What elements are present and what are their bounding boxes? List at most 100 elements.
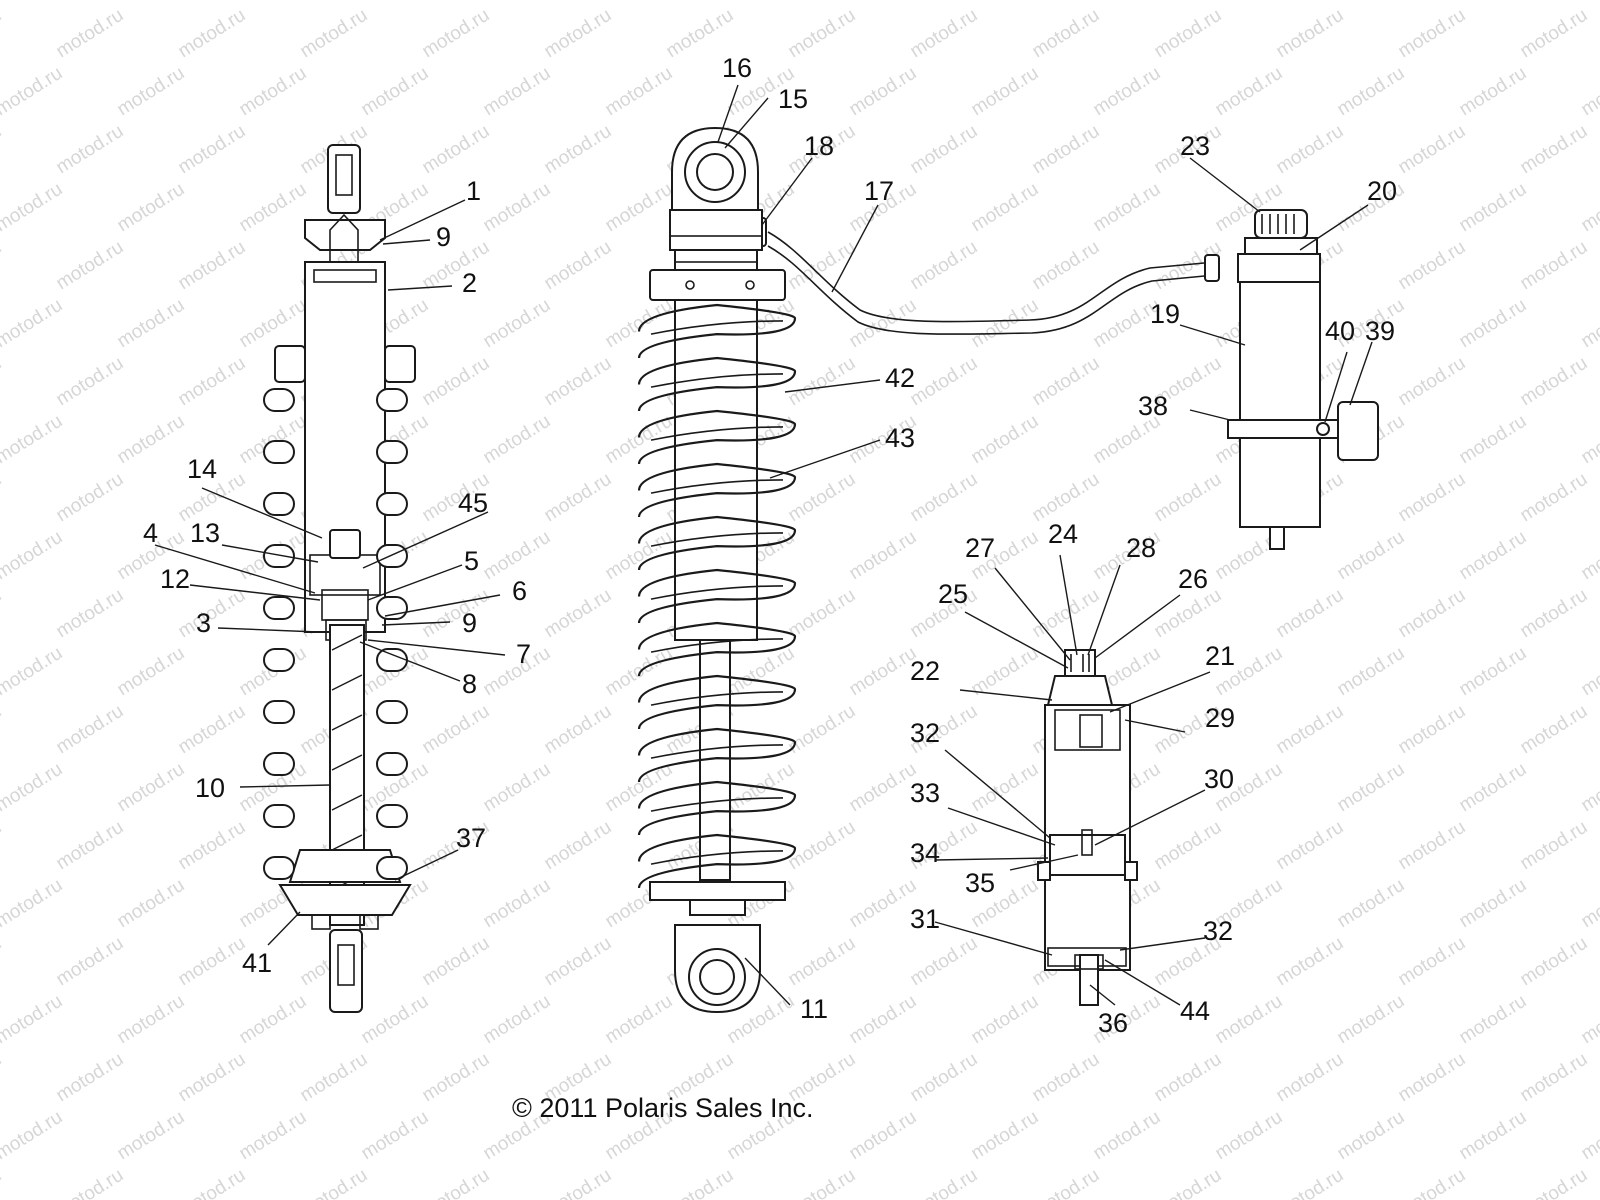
watermark-text: motod.ru: [1517, 933, 1592, 991]
watermark-text: motod.ru: [53, 237, 128, 295]
callout-23: 23: [1180, 131, 1210, 161]
watermark-text: motod.ru: [236, 1107, 311, 1165]
watermark-text: motod.ru: [0, 817, 5, 875]
watermark-text: motod.ru: [1517, 1049, 1592, 1107]
spring-coil-section: [376, 388, 408, 412]
watermark-text: motod.ru: [419, 5, 494, 63]
watermark-text: motod.ru: [480, 759, 555, 817]
watermark-text: motod.ru: [1090, 0, 1165, 4]
callout-32-top: 32: [910, 718, 940, 748]
callout-15: 15: [778, 84, 808, 114]
watermark-text: motod.ru: [846, 991, 921, 1049]
spring-coil: [637, 780, 797, 836]
watermark-text: motod.ru: [1456, 63, 1531, 121]
watermark-text: motod.ru: [907, 1165, 982, 1200]
watermark-text: motod.ru: [541, 237, 616, 295]
spring-coil-edge: [650, 638, 784, 653]
spring-coil: [637, 621, 797, 677]
watermark-text: motod.ru: [175, 1049, 250, 1107]
watermark-text: motod.ru: [541, 817, 616, 875]
watermark-text: motod.ru: [968, 991, 1043, 1049]
spring-coil-edge: [650, 373, 784, 388]
watermark-text: motod.ru: [907, 469, 982, 527]
watermark-text: motod.ru: [114, 63, 189, 121]
watermark-text: motod.ru: [53, 933, 128, 991]
watermark-text: motod.ru: [1456, 0, 1531, 4]
watermark-text: motod.ru: [1578, 411, 1600, 469]
watermark-text: motod.ru: [1578, 0, 1600, 4]
reservoir-hose: [767, 231, 1220, 335]
watermark-text: motod.ru: [0, 991, 66, 1049]
watermark-text: motod.ru: [53, 353, 128, 411]
callout-33: 33: [910, 778, 940, 808]
watermark-text: motod.ru: [541, 585, 616, 643]
watermark-text: motod.ru: [236, 295, 311, 353]
watermark-text: motod.ru: [968, 1107, 1043, 1165]
watermark-text: motod.ru: [1273, 121, 1348, 179]
watermark-text: motod.ru: [1517, 353, 1592, 411]
callout-38: 38: [1138, 391, 1168, 421]
watermark-text: motod.ru: [236, 0, 311, 4]
watermark-text: motod.ru: [1090, 1107, 1165, 1165]
watermark-text: motod.ru: [1212, 63, 1287, 121]
spring-coil-edge: [650, 691, 784, 706]
watermark-text: motod.ru: [53, 1049, 128, 1107]
watermark-text: motod.ru: [0, 121, 5, 179]
spring-coil: [637, 727, 797, 783]
spring-coil-edge: [650, 479, 784, 494]
spring-coil-section: [263, 388, 295, 412]
watermark-text: motod.ru: [1395, 933, 1470, 991]
watermark-text: motod.ru: [236, 63, 311, 121]
watermark-text: motod.ru: [419, 933, 494, 991]
callout-8: 8: [462, 669, 477, 699]
watermark-text: motod.ru: [0, 933, 5, 991]
assembled-shock: [637, 126, 797, 1014]
watermark-text: motod.ru: [114, 643, 189, 701]
watermark-text: motod.ru: [602, 63, 677, 121]
callout-27: 27: [965, 533, 995, 563]
callout-40: 40: [1325, 316, 1355, 346]
callout-31: 31: [910, 904, 940, 934]
watermark-text: motod.ru: [1517, 1165, 1592, 1200]
spring-coil: [637, 833, 797, 889]
callout-22: 22: [910, 656, 940, 686]
watermark-text: motod.ru: [1029, 353, 1104, 411]
watermark-text: motod.ru: [785, 1165, 860, 1200]
watermark-text: motod.ru: [1578, 179, 1600, 237]
watermark-text: motod.ru: [0, 759, 66, 817]
spring-coil-edge: [650, 532, 784, 547]
spring-coil: [637, 462, 797, 518]
watermark-text: motod.ru: [480, 0, 555, 4]
callout-19: 19: [1150, 299, 1180, 329]
watermark-text: motod.ru: [785, 5, 860, 63]
watermark-text: motod.ru: [1029, 1049, 1104, 1107]
watermark-text: motod.ru: [1395, 469, 1470, 527]
watermark-text: motod.ru: [1456, 991, 1531, 1049]
watermark-text: motod.ru: [907, 5, 982, 63]
spring-coil: [637, 356, 797, 412]
watermark-text: motod.ru: [419, 237, 494, 295]
watermark-text: motod.ru: [1456, 295, 1531, 353]
callout-6: 6: [512, 576, 527, 606]
watermark-text: motod.ru: [907, 237, 982, 295]
callout-18: 18: [804, 131, 834, 161]
spring-coil-section: [376, 648, 408, 672]
watermark-text: motod.ru: [1334, 759, 1409, 817]
watermark-text: motod.ru: [968, 295, 1043, 353]
callout-32-bottom: 32: [1203, 916, 1233, 946]
spring-coil: [637, 515, 797, 571]
watermark-text: motod.ru: [0, 1049, 5, 1107]
watermark-text: motod.ru: [480, 411, 555, 469]
watermark-text: motod.ru: [785, 701, 860, 759]
watermark-text: motod.ru: [419, 121, 494, 179]
watermark-text: motod.ru: [0, 353, 5, 411]
watermark-text: motod.ru: [0, 295, 66, 353]
watermark-text: motod.ru: [480, 991, 555, 1049]
watermark-text: motod.ru: [1578, 63, 1600, 121]
watermark-text: motod.ru: [846, 295, 921, 353]
watermark-text: motod.ru: [1273, 1049, 1348, 1107]
watermark-text: motod.ru: [419, 353, 494, 411]
watermark-text: motod.ru: [297, 5, 372, 63]
callout-34: 34: [910, 838, 940, 868]
